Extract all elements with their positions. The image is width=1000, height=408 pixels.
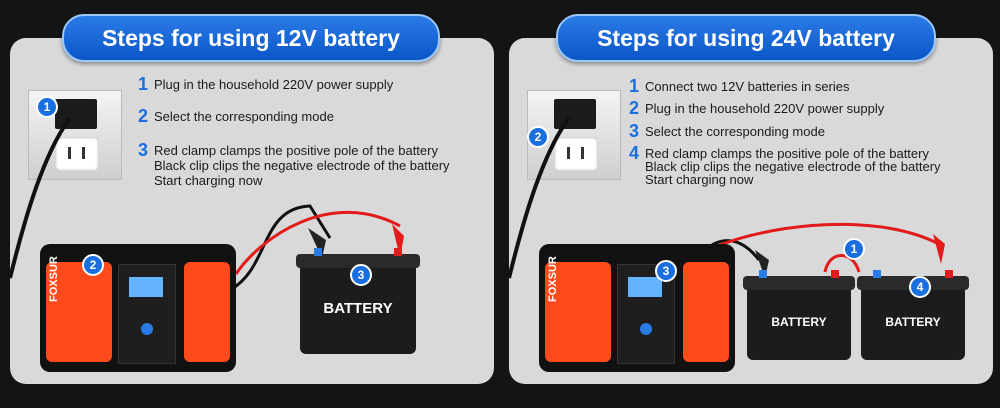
charger-12v: FOXSUR xyxy=(40,244,236,372)
badge-battery: 3 xyxy=(350,264,372,286)
socket-switch xyxy=(554,99,596,129)
charger-face-right xyxy=(683,262,729,362)
step-3-line-2: Black clip clips the negative electrode … xyxy=(154,158,450,173)
step-4-line-2: Black clip clips the negative electrode … xyxy=(645,159,941,174)
battery-label: BATTERY xyxy=(323,299,393,317)
outlet-plate xyxy=(554,137,598,171)
badge-battery: 4 xyxy=(909,276,931,298)
mode-button xyxy=(141,323,153,335)
badge-charger: 3 xyxy=(655,260,677,282)
outlet-plate xyxy=(55,137,99,171)
charger-face-right xyxy=(184,262,230,362)
step-4-line-3: Start charging now xyxy=(645,172,754,187)
charger-face-left: FOXSUR xyxy=(46,256,112,362)
charger-brand: FOXSUR xyxy=(547,256,559,302)
battery-b: BATTERY xyxy=(857,270,969,360)
charger-display xyxy=(617,264,675,364)
step-3-line-3: Start charging now xyxy=(154,173,263,188)
badge-series: 1 xyxy=(843,238,865,260)
battery-a: BATTERY xyxy=(743,270,855,360)
badge-charger: 2 xyxy=(82,254,104,276)
charger-24v: FOXSUR xyxy=(539,244,735,372)
mode-button xyxy=(640,323,652,335)
battery-label-a: BATTERY xyxy=(771,315,827,329)
badge-plug: 1 xyxy=(36,96,58,118)
badge-plug: 2 xyxy=(527,126,549,148)
title-24v: Steps for using 24V battery xyxy=(556,14,936,62)
charger-face-left: FOXSUR xyxy=(545,256,611,362)
charger-display xyxy=(118,264,176,364)
battery-12v: BATTERY xyxy=(296,248,420,354)
title-12v: Steps for using 12V battery xyxy=(62,14,440,62)
socket-switch xyxy=(55,99,97,129)
battery-label-b: BATTERY xyxy=(885,315,941,329)
charger-brand: FOXSUR xyxy=(48,256,60,302)
